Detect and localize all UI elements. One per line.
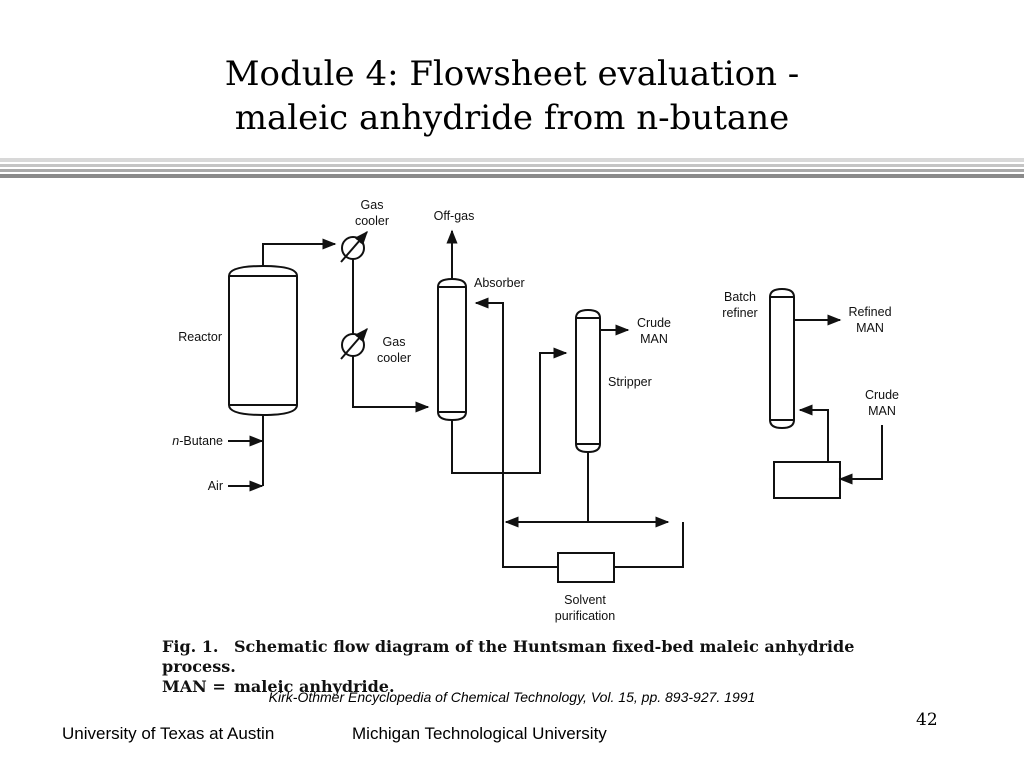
gas-cooler-bottom-label-1: Gas	[383, 335, 406, 349]
stripper-label: Stripper	[608, 375, 652, 389]
absorber-label: Absorber	[474, 276, 525, 290]
butane-label-rest: -Butane	[179, 434, 223, 448]
storage-to-refiner-line	[798, 404, 829, 462]
refined-man-label-1: Refined	[848, 305, 891, 319]
solvent-purification-unit	[557, 552, 615, 583]
gas-cooler-top-arrow	[340, 230, 368, 263]
stripper-column	[575, 308, 601, 454]
crude-man-1-label-a: Crude	[637, 316, 671, 330]
absorber-column	[437, 277, 467, 422]
batch-refiner-column	[769, 287, 795, 430]
footer-left: University of Texas at Austin	[62, 724, 275, 743]
title-line-2: maleic anhydride from n-butane	[234, 98, 790, 138]
title-rule-1	[0, 158, 1024, 162]
cooled-gas-line	[352, 356, 430, 413]
caption-fig-label: Fig. 1.	[162, 637, 219, 656]
figure-caption: Fig. 1.Schematic flow diagram of the Hun…	[162, 637, 922, 697]
citation: Kirk-Othmer Encyclopedia of Chemical Tec…	[268, 689, 756, 705]
absorber-bottoms-line	[451, 347, 568, 474]
purified-solvent-line	[474, 297, 558, 568]
butane-label-italic: n	[172, 434, 179, 448]
crude-man-storage	[773, 461, 841, 499]
batch-refiner-label-1: Batch	[724, 290, 756, 304]
air-label: Air	[208, 479, 223, 493]
footer-right: Michigan Technological University	[352, 724, 607, 743]
offgas-label: Off-gas	[434, 209, 475, 223]
solvent-purification-label-1: Solvent	[564, 593, 606, 607]
crude-man-feed-line	[838, 425, 883, 485]
reactor-vessel	[228, 264, 298, 417]
caption-fig-text: Schematic flow diagram of the Huntsman f…	[162, 637, 855, 676]
gas-cooler-bottom-arrow	[340, 327, 368, 360]
recycle-to-absorber-line	[614, 522, 684, 568]
crude-man-2-label-a: Crude	[865, 388, 899, 402]
caption-line-1: Fig. 1.Schematic flow diagram of the Hun…	[162, 637, 922, 677]
gas-cooler-bottom-label-2: cooler	[377, 351, 411, 365]
butane-label: n-Butane	[172, 434, 223, 448]
title-rule-3	[0, 169, 1024, 172]
reactor-label: Reactor	[178, 330, 222, 344]
crude-man-2-label-b: MAN	[868, 404, 896, 418]
batch-refiner-label-2: refiner	[722, 306, 757, 320]
crude-man-1-label-b: MAN	[640, 332, 668, 346]
caption-line-2: MAN = maleic anhydride.	[162, 677, 922, 697]
title-rule-2	[0, 164, 1024, 167]
title-line-1: Module 4: Flowsheet evaluation -	[224, 54, 800, 94]
refined-man-label-2: MAN	[856, 321, 884, 335]
caption-man-text: maleic anhydride.	[234, 677, 395, 696]
page-number: 42	[916, 710, 938, 730]
gas-cooler-top-label-2: cooler	[355, 214, 389, 228]
caption-man-label: MAN =	[162, 677, 226, 696]
reactor-outlet-line	[262, 238, 337, 266]
slide-title: Module 4: Flowsheet evaluation - maleic …	[0, 52, 1024, 140]
title-rule-4	[0, 174, 1024, 178]
gas-cooler-top-label-1: Gas	[361, 198, 384, 212]
solvent-purification-label-2: purification	[555, 609, 615, 623]
